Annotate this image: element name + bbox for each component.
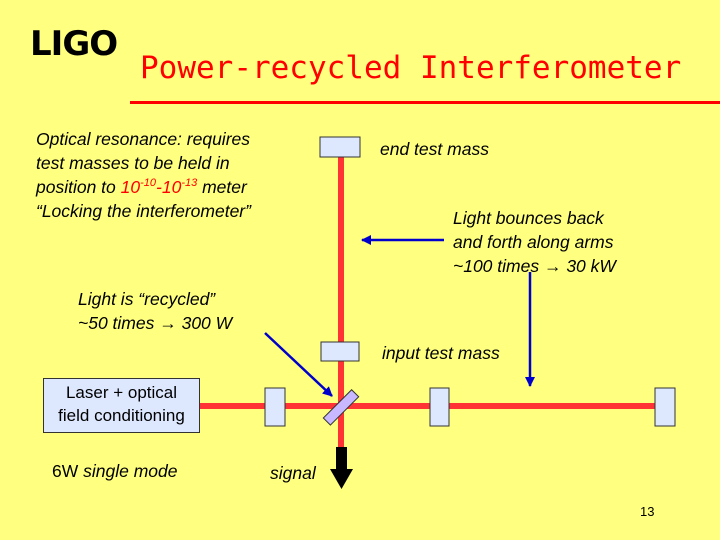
input-test-mass-vertical xyxy=(320,341,360,362)
slide-title: Power-recycled Interferometer xyxy=(140,50,682,86)
laser-box: Laser + optical field conditioning xyxy=(43,378,200,433)
arrow-right-icon: → xyxy=(543,256,562,277)
end-test-mass-vertical xyxy=(319,136,361,158)
input-test-mass-label: input test mass xyxy=(382,343,500,363)
page-number: 13 xyxy=(640,504,655,519)
ligo-logo: LIGO xyxy=(30,24,118,64)
title-rule xyxy=(130,101,720,104)
arrow-right-icon: → xyxy=(159,313,177,334)
laser-box-line1: Laser + optical xyxy=(65,383,178,402)
bounce-text: Light bounces back and forth along arms … xyxy=(453,208,616,277)
laser-power-label: 6W single mode xyxy=(52,461,178,481)
laser-box-line2: field conditioning xyxy=(58,405,185,425)
recycled-text: Light is “recycled” ~50 times → 300 W xyxy=(78,289,233,334)
beam-splitter xyxy=(322,389,360,426)
end-test-mass-label: end test mass xyxy=(380,139,489,159)
resonance-text: Optical resonance: requires test masses … xyxy=(36,129,251,222)
arrow-down-signal-icon xyxy=(330,469,353,489)
arrow-diagonal-icon xyxy=(264,332,333,397)
recycling-mirror xyxy=(264,387,286,427)
signal-arrow-shaft xyxy=(336,447,347,471)
input-test-mass-horizontal xyxy=(429,387,450,427)
end-test-mass-horizontal xyxy=(654,387,676,427)
signal-label: signal xyxy=(270,463,316,483)
